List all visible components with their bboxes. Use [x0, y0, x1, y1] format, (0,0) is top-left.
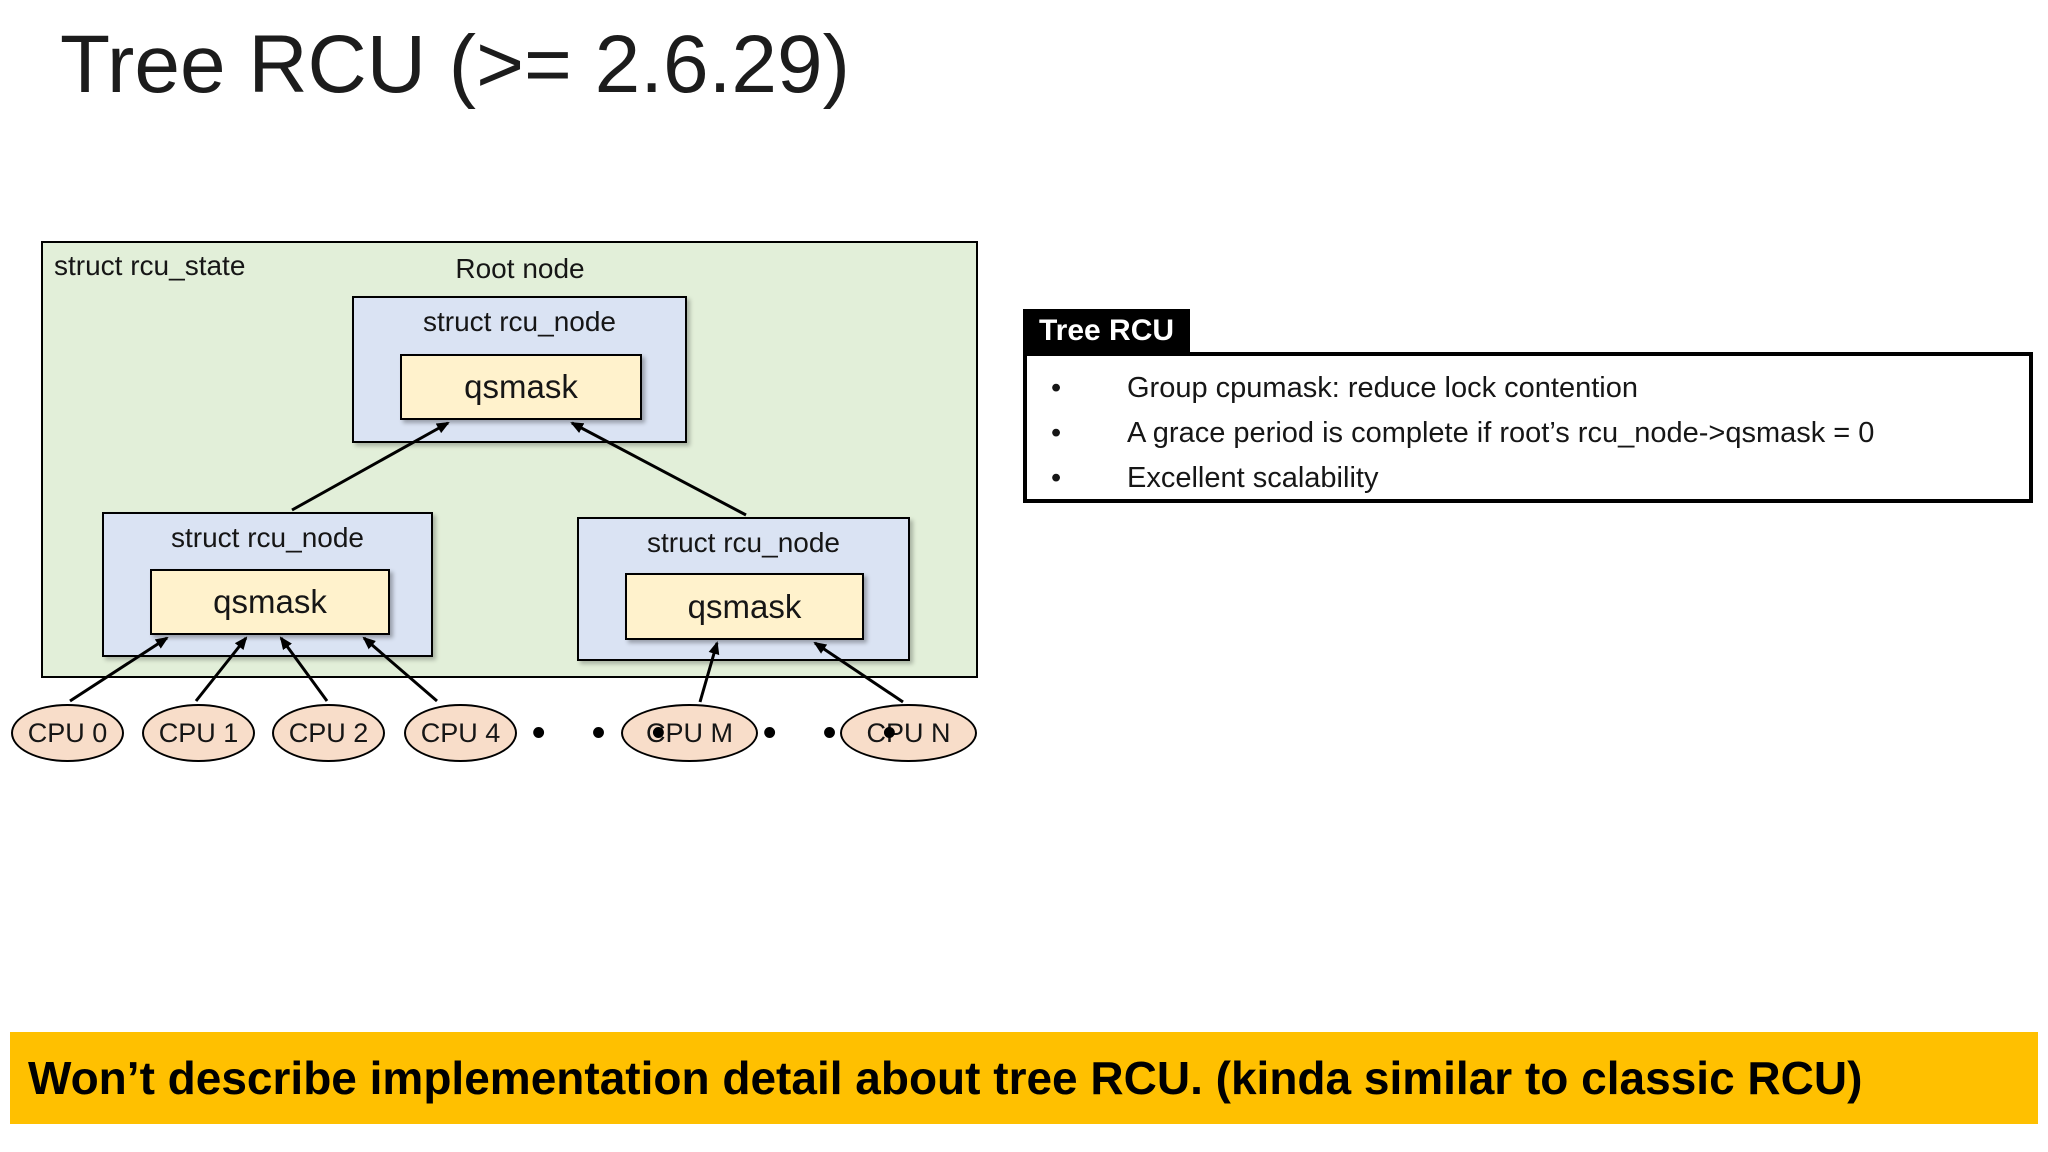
cpu-ellipse-n: CPU N — [840, 704, 977, 762]
cpu-ellipse-4: CPU 4 — [404, 704, 517, 762]
right-rcu-node-box: struct rcu_node qsmask — [577, 517, 910, 661]
root-node-caption: Root node — [455, 253, 585, 284]
left-rcu-node-label: struct rcu_node — [171, 522, 364, 553]
root-rcu-node-label: struct rcu_node — [423, 306, 616, 337]
rcu-state-label: struct rcu_state — [54, 250, 246, 281]
cpu-ellipsis-right: • • • — [763, 712, 915, 754]
callout-bullet: Group cpumask: reduce lock contention — [1051, 366, 2019, 411]
right-qsmask-field: qsmask — [625, 573, 864, 640]
cpu-ellipsis-left: • • • — [532, 712, 684, 754]
cpu-ellipse-0: CPU 0 — [11, 704, 124, 762]
bottom-banner: Won’t describe implementation detail abo… — [10, 1032, 2038, 1124]
callout-box: Group cpumask: reduce lock contention A … — [1023, 352, 2033, 503]
cpu-ellipse-m: CPU M — [621, 704, 758, 762]
callout-bullet: A grace period is complete if root’s rcu… — [1051, 411, 2019, 456]
callout-bullet-list: Group cpumask: reduce lock contention A … — [1027, 366, 2029, 501]
root-rcu-node-box: struct rcu_node qsmask — [352, 296, 687, 443]
right-rcu-node-label: struct rcu_node — [647, 527, 840, 558]
left-qsmask-field: qsmask — [150, 569, 390, 635]
callout-bullet: Excellent scalability — [1051, 456, 2019, 501]
page-title: Tree RCU (>= 2.6.29) — [60, 19, 850, 110]
bottom-banner-text: Won’t describe implementation detail abo… — [28, 1052, 1863, 1104]
left-rcu-node-box: struct rcu_node qsmask — [102, 512, 433, 657]
cpu-ellipse-1: CPU 1 — [142, 704, 255, 762]
cpu-ellipse-2: CPU 2 — [272, 704, 385, 762]
root-qsmask-field: qsmask — [400, 354, 642, 420]
callout-tab: Tree RCU — [1023, 309, 1191, 352]
